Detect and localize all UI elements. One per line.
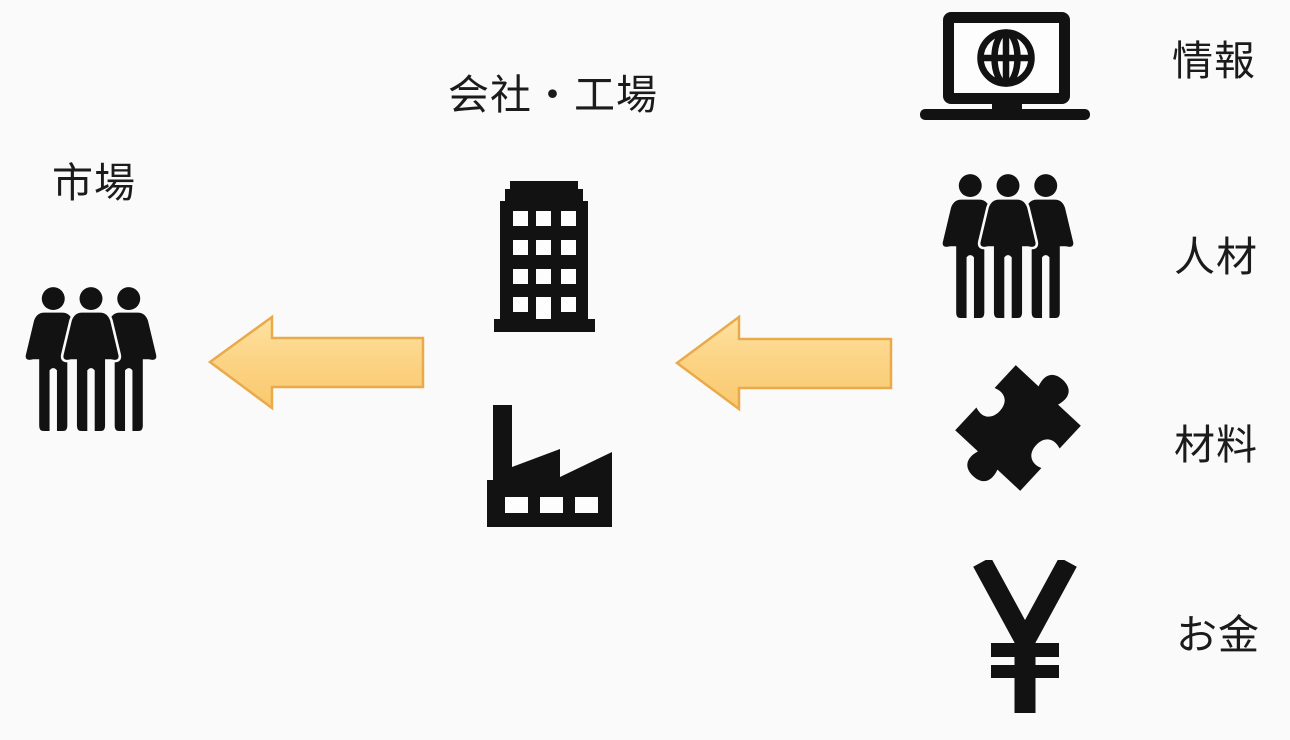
puzzle-piece-icon (955, 365, 1081, 491)
office-building-icon (494, 181, 595, 332)
market-label: 市場 (52, 160, 136, 206)
factory-icon (487, 405, 612, 527)
input-hr-label: 人材 (1174, 234, 1258, 280)
input-materials-label: 材料 (1174, 422, 1258, 468)
laptop-globe-icon (920, 12, 1090, 120)
flow-arrow-inputs-to-company (675, 314, 893, 412)
people-group-icon (25, 286, 157, 434)
input-info-label: 情報 (1172, 38, 1256, 84)
flow-arrow-company-to-market (208, 314, 425, 411)
people-group-icon (942, 173, 1074, 321)
yen-icon (973, 560, 1077, 713)
company-label: 会社・工場 (448, 72, 658, 118)
input-money-label: お金 (1176, 612, 1260, 658)
